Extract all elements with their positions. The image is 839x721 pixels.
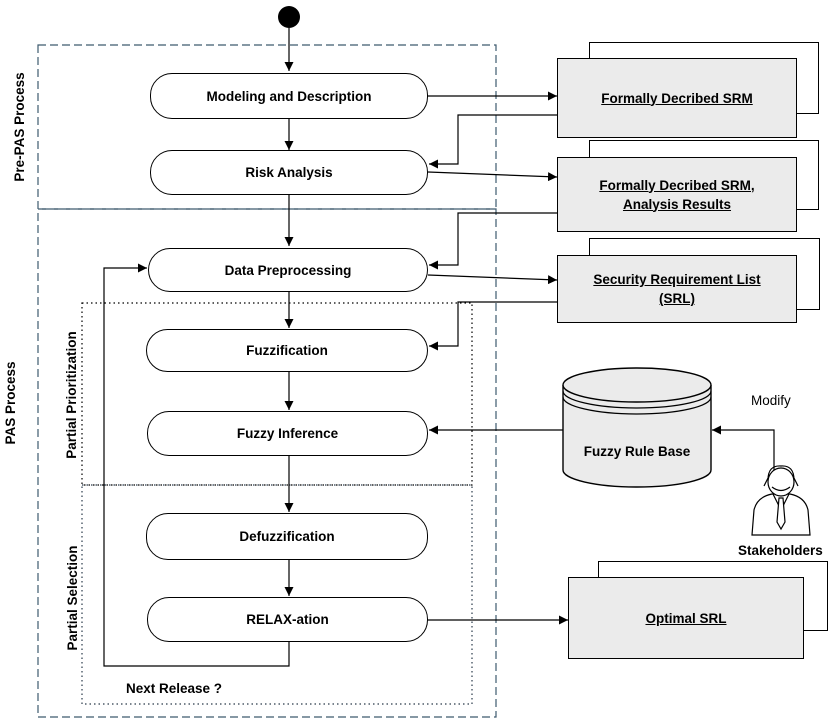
next-release-label: Next Release ? bbox=[126, 681, 223, 696]
srl-label-line1: Security Requirement List bbox=[593, 272, 761, 287]
optimal-srl-label: Optimal SRL bbox=[645, 610, 727, 626]
partial-prioritization-label: Partial Prioritization bbox=[64, 331, 79, 459]
fuzzy-rule-base-database bbox=[562, 367, 712, 488]
pas-region bbox=[37, 208, 497, 718]
fuzzy-inference-process[interactable]: Fuzzy Inference bbox=[147, 411, 428, 456]
stakeholders-label: Stakeholders bbox=[738, 543, 823, 558]
partial-selection-region bbox=[81, 484, 473, 705]
partial-selection-label: Partial Selection bbox=[65, 545, 80, 651]
data-preprocessing-process[interactable]: Data Preprocessing bbox=[148, 248, 428, 292]
stakeholder-icon bbox=[751, 465, 811, 536]
srm-results-document[interactable]: Formally Decribed SRM, Analysis Results bbox=[557, 157, 797, 232]
relax-ation-process[interactable]: RELAX-ation bbox=[147, 597, 428, 642]
modify-label: Modify bbox=[751, 393, 791, 408]
srl-label-line2: (SRL) bbox=[659, 291, 695, 306]
pas-process-label: PAS Process bbox=[3, 361, 18, 445]
srm-results-label-line1: Formally Decribed SRM, bbox=[599, 177, 755, 193]
srm-document-label: Formally Decribed SRM bbox=[601, 90, 753, 106]
optimal-srl-document[interactable]: Optimal SRL bbox=[568, 577, 804, 659]
risk-analysis-process[interactable]: Risk Analysis bbox=[150, 150, 428, 195]
srm-results-label-line2: Analysis Results bbox=[622, 196, 732, 212]
srm-document[interactable]: Formally Decribed SRM bbox=[557, 58, 797, 138]
fuzzy-rule-base-label: Fuzzy Rule Base bbox=[583, 444, 691, 459]
fuzzification-process[interactable]: Fuzzification bbox=[146, 329, 428, 372]
modeling-description-process[interactable]: Modeling and Description bbox=[150, 73, 428, 119]
pre-pas-process-label: Pre-PAS Process bbox=[12, 72, 27, 182]
defuzzification-process[interactable]: Defuzzification bbox=[146, 513, 428, 560]
pre-pas-region bbox=[37, 44, 497, 210]
start-node bbox=[278, 6, 300, 28]
partial-prioritization-region bbox=[81, 302, 473, 486]
srl-document[interactable]: Security Requirement List (SRL) bbox=[557, 255, 797, 323]
